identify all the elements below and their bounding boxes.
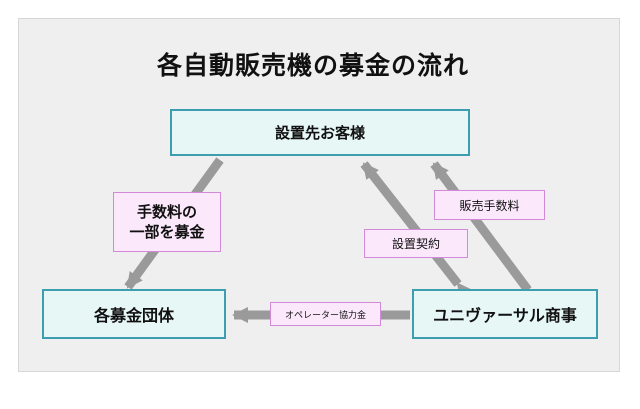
label-operator: オペレーター協力金 <box>270 302 381 326</box>
arrow-contract <box>360 161 473 300</box>
label-contract: 設置契約 <box>364 229 468 258</box>
label-sales-fee: 販売手数料 <box>434 190 545 220</box>
label-fee: 手数料の 一部を募金 <box>113 192 221 252</box>
node-customer: 設置先お客様 <box>170 109 470 156</box>
node-groups: 各募金団体 <box>42 289 226 339</box>
arrow-sales-fee <box>430 161 532 293</box>
node-universal: ユニヴァーサル商事 <box>412 289 598 339</box>
diagram-title: 各自動販売機の募金の流れ <box>156 51 469 80</box>
